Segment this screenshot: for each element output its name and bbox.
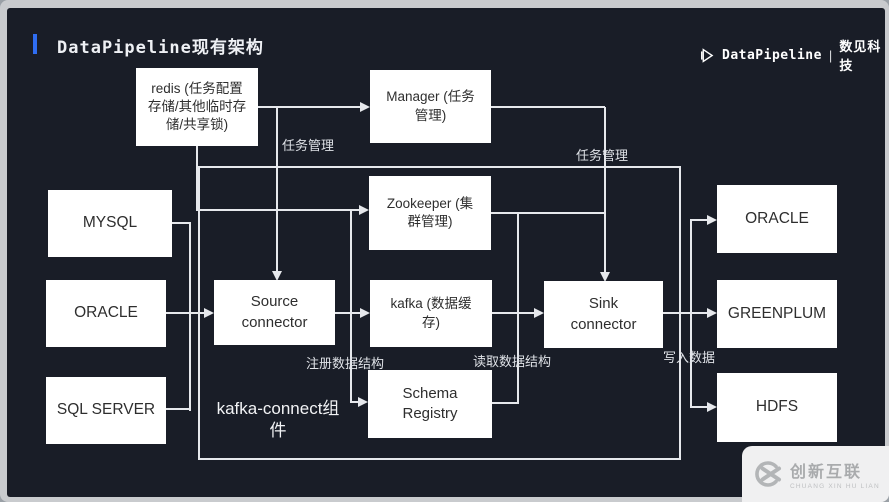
node-greenplum: GREENPLUM [717, 280, 837, 348]
node-hdfs: HDFS [717, 373, 837, 442]
arrowhead-sink-left [534, 308, 544, 318]
watermark-name: 创新互联 [790, 464, 863, 481]
company-name: 数见科技 [839, 39, 882, 73]
datapipeline-logo-icon [699, 47, 716, 64]
arrowhead-sink-top [600, 272, 610, 282]
node-sink-connector: Sink connector [544, 281, 663, 348]
edge-sink-out [663, 312, 708, 314]
node-redis: redis (任务配置 存储/其他临时存 储/共享锁) [136, 68, 258, 146]
edge-into-schema [350, 401, 359, 403]
node-kafka: kafka (数据缓 存) [370, 280, 492, 347]
arrowhead-oracle-sink [707, 215, 717, 225]
edge-redis-down [196, 146, 198, 211]
edge-label-task-management-right: 任务管理 [576, 148, 629, 163]
edge-label-register-schema: 注册数据结构 [306, 356, 385, 371]
edge-sink-branch-vertical [690, 219, 692, 408]
edge-redis-source-branch [276, 107, 278, 272]
edge-label-write-data: 写入数据 [663, 350, 716, 365]
edge-sqlserver-out [166, 408, 190, 410]
node-schema-registry: Schema Registry [368, 370, 492, 438]
node-oracle-source: ORACLE [46, 280, 166, 347]
edge-into-hdfs [690, 406, 708, 408]
edge-zookeeper-right [491, 212, 605, 214]
edge-source-kafka [335, 312, 361, 314]
arrowhead-hdfs [707, 402, 717, 412]
arrowhead-zookeeper [359, 205, 369, 215]
node-zookeeper: Zookeeper (集 群管理) [369, 176, 491, 250]
edge-schema-right [492, 402, 518, 404]
edge-branch-schema-vertical [350, 210, 352, 403]
edge-label-read-schema: 读取数据结构 [473, 354, 552, 369]
edge-manager-right [491, 106, 605, 108]
brand-logo: DataPipeline | 数见科技 [699, 36, 889, 74]
brand-name: DataPipeline [722, 47, 822, 63]
edge-label-task-management-left: 任务管理 [282, 138, 335, 153]
edge-kafka-sink [492, 312, 535, 314]
edge-mysql-out [172, 222, 190, 224]
edge-manager-sink-vertical [604, 107, 606, 273]
edge-schema-up-vertical [517, 213, 519, 404]
node-sql-server: SQL SERVER [46, 377, 166, 444]
arrowhead-schema [358, 397, 368, 407]
edge-db-merge-vertical [189, 222, 191, 411]
edge-oracle-source-out [166, 312, 205, 314]
kafka-connect-group-label: kafka-connect组 件 [216, 399, 340, 441]
edge-redis-manager [258, 106, 360, 108]
node-mysql: MYSQL [48, 190, 172, 257]
logo-divider: | [828, 47, 833, 63]
watermark-subtitle: CHUANG XIN HU LIAN [790, 483, 880, 490]
arrowhead-manager [360, 102, 370, 112]
watermark: 创新互联 CHUANG XIN HU LIAN [742, 446, 889, 502]
edge-into-oracle-sink [690, 219, 708, 221]
page-title: DataPipeline现有架构 [57, 38, 264, 58]
title-accent-bar [33, 34, 37, 54]
arrowhead-kafka [360, 308, 370, 318]
node-source-connector: Source connector [214, 280, 335, 345]
arrowhead-source-left [204, 308, 214, 318]
node-manager: Manager (任务 管理) [370, 70, 491, 143]
arrowhead-greenplum [707, 308, 717, 318]
edge-redis-zookeeper [196, 209, 359, 211]
arrowhead-source-top [272, 271, 282, 281]
chuangxin-logo-icon [752, 458, 784, 490]
node-oracle-sink: ORACLE [717, 185, 837, 253]
